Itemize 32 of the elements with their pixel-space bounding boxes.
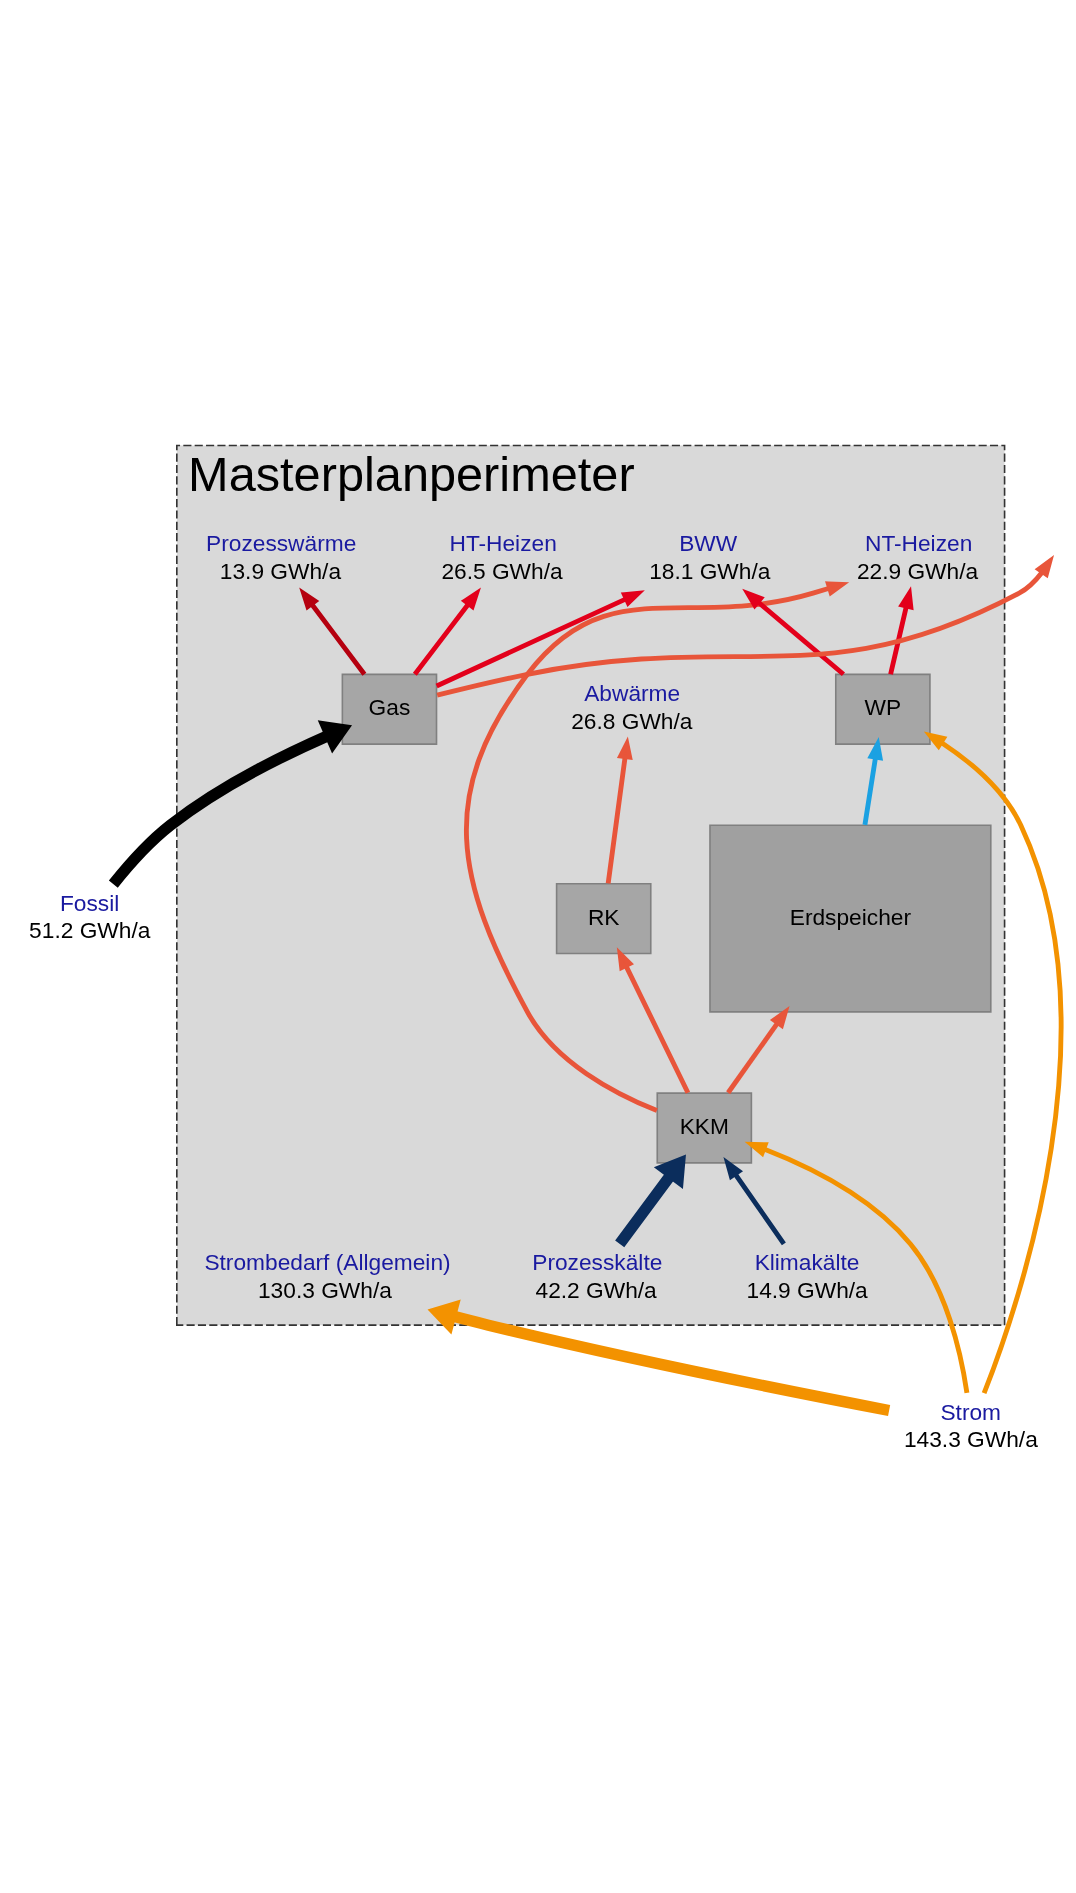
arrow	[615, 1153, 686, 1247]
node-text: Prozesskälte 42.2 GWh/a	[532, 1248, 663, 1303]
arrow	[742, 588, 845, 676]
node-text: Abwärme 26.8 GWh/a	[571, 679, 693, 734]
node-box: WP	[834, 673, 931, 745]
arrow	[108, 719, 353, 888]
node-text: BWW 18.1 GWh/a	[649, 529, 771, 584]
arrow	[923, 730, 1064, 1394]
arrow	[412, 587, 481, 676]
node-text: Strom 143.3 GWh/a	[903, 1398, 1038, 1452]
node-text: Fossil 51.2 GWh/a	[29, 889, 151, 943]
arrow	[436, 554, 1055, 698]
node-text: Prozesswärme 13.9 GWh/a	[206, 529, 357, 584]
arrow	[862, 736, 884, 825]
node-box: RK	[555, 882, 652, 954]
node-box: KKM	[656, 1091, 753, 1164]
arrow	[435, 589, 645, 688]
arrow	[726, 1005, 790, 1094]
arrow	[605, 735, 633, 884]
arrow	[744, 1141, 970, 1393]
arrow	[427, 1299, 891, 1416]
node-text: Klimakälte 14.9 GWh/a	[746, 1248, 868, 1303]
node-box: Erdspeicher	[709, 823, 992, 1013]
arrow	[464, 580, 850, 1113]
arrow	[299, 587, 367, 676]
arrow	[888, 585, 914, 675]
arrow	[616, 946, 691, 1094]
arrow	[723, 1156, 786, 1245]
node-text: HT-Heizen 26.5 GWh/a	[441, 529, 563, 584]
node-text: Strombedarf (Allgemein) 130.3 GWh/a	[204, 1248, 451, 1303]
node-text: NT-Heizen 22.9 GWh/a	[856, 529, 979, 584]
node-box: Gas	[341, 673, 438, 745]
